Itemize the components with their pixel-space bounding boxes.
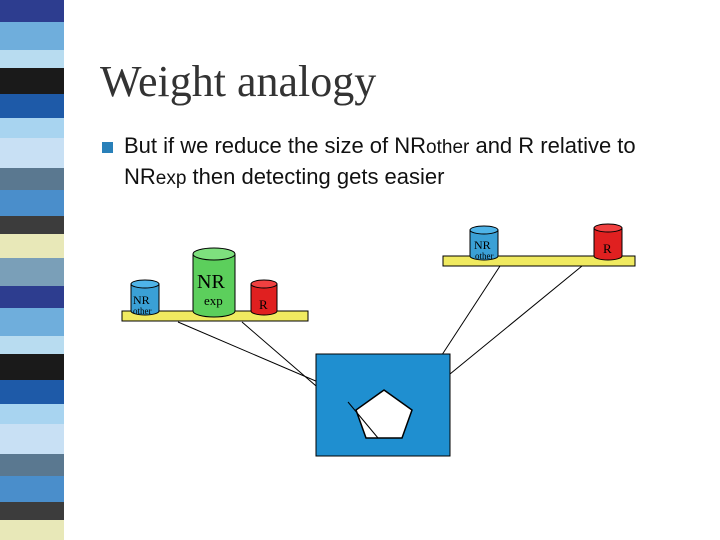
left-string-outer xyxy=(177,321,319,383)
right-pan xyxy=(442,255,636,267)
stripe-segment xyxy=(0,354,64,380)
left-r-cylinder: R xyxy=(250,279,278,316)
right-nr-other-sub: other xyxy=(475,251,494,261)
right-r-label: R xyxy=(603,241,612,256)
stripe-segment xyxy=(0,404,64,424)
stripe-segment xyxy=(0,94,64,118)
stripe-segment xyxy=(0,0,64,22)
slide-title: Weight analogy xyxy=(100,57,377,106)
bullet-text-part-1: But if we reduce the size of NR xyxy=(124,133,427,158)
stripe-segment xyxy=(0,308,64,336)
stripe-segment xyxy=(0,258,64,286)
right-string-outer xyxy=(449,265,583,375)
stripe-segment xyxy=(0,476,64,502)
left-string-inner xyxy=(241,321,331,399)
bullet-text-part-2: and R relative to NR xyxy=(124,133,636,189)
pentagon-pointer xyxy=(347,401,379,439)
stripe-segment xyxy=(0,286,64,308)
right-r-cylinder: R xyxy=(593,223,623,261)
right-nr-other-cylinder: NR other xyxy=(469,225,499,261)
stripe-segment xyxy=(0,380,64,404)
stripe-segment xyxy=(0,50,64,68)
left-nr-other-cylinder: NR other xyxy=(130,279,160,316)
left-nr-exp-main: NR xyxy=(197,271,225,293)
stripe-segment xyxy=(0,190,64,216)
left-nr-other-sub: other xyxy=(133,306,152,316)
bullet-text-sub-1: other xyxy=(426,137,470,158)
stripe-segment xyxy=(0,424,64,454)
stripe-segment xyxy=(0,118,64,138)
right-nr-other-main: NR xyxy=(474,238,491,252)
stripe-segment xyxy=(0,22,64,50)
left-nr-exp-sub: exp xyxy=(204,293,223,308)
stripe-segment xyxy=(0,138,64,168)
stripe-segment xyxy=(0,502,64,520)
stripe-segment xyxy=(0,454,64,476)
stripe-segment xyxy=(0,68,64,94)
bullet-square-icon xyxy=(102,142,113,153)
left-r-label: R xyxy=(259,297,268,312)
stripe-segment xyxy=(0,520,64,540)
bullet-text: But if we reduce the size of NRother and… xyxy=(124,131,684,193)
right-string-inner xyxy=(435,265,501,365)
stripe-segment xyxy=(0,234,64,258)
left-nr-exp-cylinder: NR exp xyxy=(192,247,236,318)
stripe-segment xyxy=(0,336,64,354)
decorative-side-stripe xyxy=(0,0,64,540)
bullet-text-sub-2: exp xyxy=(155,168,187,189)
left-nr-other-main: NR xyxy=(133,293,150,307)
pentagon-icon xyxy=(355,389,413,439)
bullet-text-part-3: then detecting gets easier xyxy=(186,164,445,189)
stripe-segment xyxy=(0,216,64,234)
stripe-segment xyxy=(0,168,64,190)
